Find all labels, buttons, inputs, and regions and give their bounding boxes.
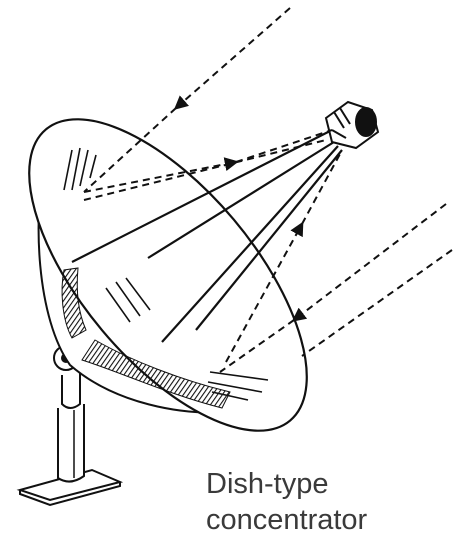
stand-base-edge — [19, 482, 121, 507]
strut-lower-b — [195, 149, 343, 331]
dish-surface-strokes — [63, 147, 269, 401]
receiver-fins — [331, 107, 351, 139]
incoming-rays — [83, 7, 453, 373]
dish — [28, 118, 308, 432]
stand-neck — [61, 372, 81, 409]
reflected-ray-arrow — [83, 139, 327, 201]
caption-line-2: concentrator — [206, 504, 368, 536]
receiver-struts — [71, 129, 343, 343]
reflected-ray-arrow — [225, 221, 304, 363]
incoming-ray-arrow — [301, 249, 453, 357]
dish-shading-lower — [81, 339, 231, 409]
reflected-rays — [83, 129, 341, 363]
caption-line-1: Dish-type — [206, 468, 329, 500]
strut-lower-a — [161, 145, 339, 343]
incoming-ray-arrow — [219, 319, 295, 373]
incoming-ray-arrow — [83, 107, 177, 193]
receiver-icon — [324, 100, 380, 150]
figure-caption: Dish-type concentrator — [206, 466, 446, 538]
strut-upper — [71, 129, 333, 263]
dish-shading-left — [61, 267, 87, 339]
incoming-ray-arrow — [173, 7, 291, 110]
incoming-ray-arrow — [291, 203, 447, 322]
receiver-aperture — [355, 107, 377, 137]
strut-middle — [147, 141, 335, 259]
stand-post — [57, 404, 85, 483]
reflected-ray-arrow — [83, 157, 239, 193]
reflected-ray-arrow — [235, 129, 333, 163]
reflected-ray-arrow — [301, 153, 341, 225]
